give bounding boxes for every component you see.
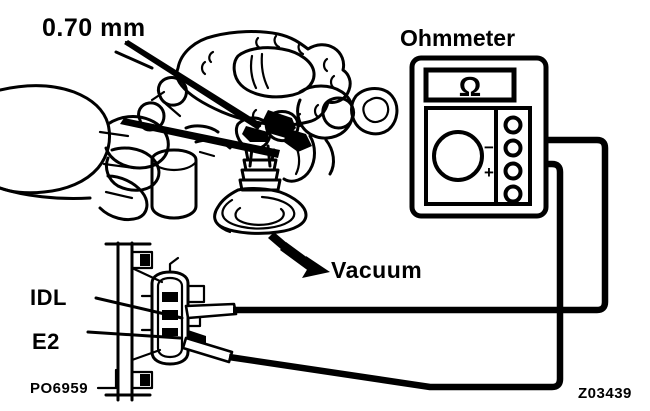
jack-minus-label: − xyxy=(484,138,494,157)
vacuum-arrow xyxy=(268,232,330,278)
meter-display xyxy=(423,67,517,103)
throttle-body-assembly xyxy=(137,30,399,235)
mounting-bracket xyxy=(104,241,164,402)
hand xyxy=(0,84,170,222)
meter-jack-1[interactable] xyxy=(503,115,523,135)
meter-jack-minus[interactable] xyxy=(503,138,523,158)
ohm-symbol: Ω xyxy=(459,71,481,102)
figure-code-label: Z03439 xyxy=(578,385,632,402)
ohmmeter-label: Ohmmeter xyxy=(400,25,515,51)
terminal-label-idl: IDL xyxy=(30,285,67,310)
probe-upper xyxy=(184,302,238,320)
meter-jack-plus[interactable] xyxy=(503,161,523,181)
jack-plus-label: + xyxy=(484,163,494,182)
probe-lower xyxy=(181,336,234,364)
leader-part xyxy=(96,368,118,390)
clearance-label: 0.70 mm xyxy=(42,14,146,42)
lead-wires xyxy=(228,136,609,391)
leader-idl xyxy=(94,296,184,320)
wire-idl-to-minus-jack xyxy=(233,136,609,314)
wire-e2-to-plus-jack xyxy=(228,160,564,391)
leader-e2 xyxy=(86,330,182,340)
vacuum-label: Vacuum xyxy=(331,257,422,283)
terminal-label-e2: E2 xyxy=(32,329,60,354)
meter-jack-4[interactable] xyxy=(503,184,523,204)
leader-lines xyxy=(86,50,184,390)
meter-dial[interactable] xyxy=(432,130,484,182)
part-number-label: PO6959 xyxy=(30,380,88,397)
vacuum-diaphragm xyxy=(213,148,308,235)
leader-clearance xyxy=(114,50,154,70)
test-probes xyxy=(181,302,238,364)
ohmmeter: Ω − + xyxy=(409,55,549,219)
